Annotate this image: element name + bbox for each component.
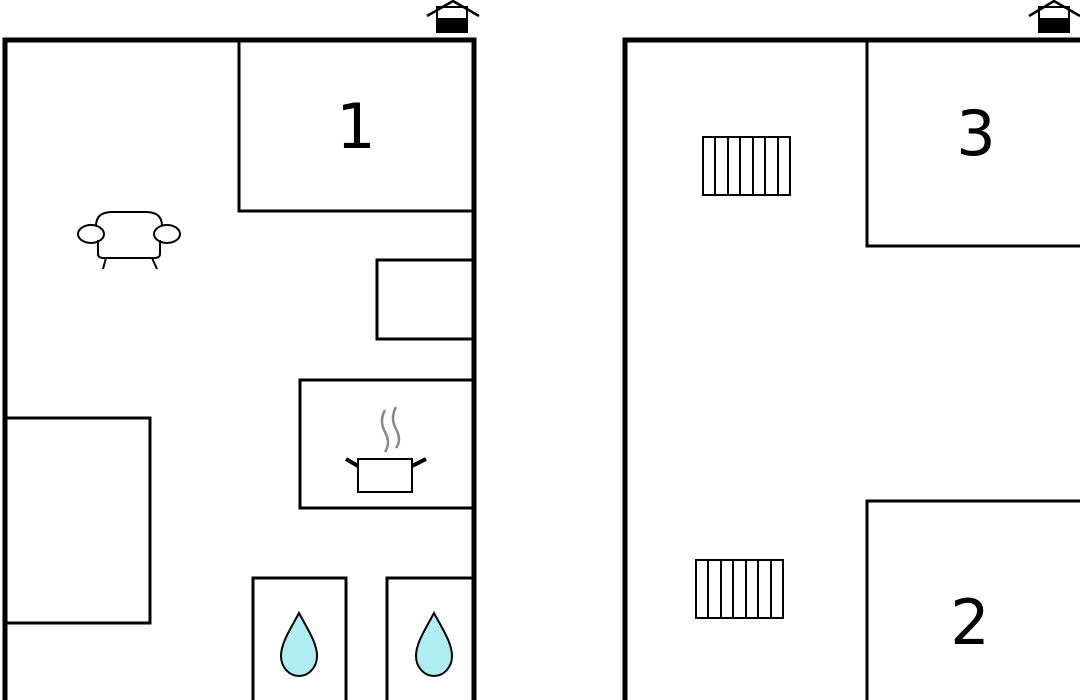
room-2-number: 2 [950,586,989,659]
sofa-icon [77,211,181,270]
side-room-wall [5,416,152,625]
room-3-number: 3 [956,97,995,170]
bathroom-box-1 [251,576,348,700]
water-drop-icon [414,610,454,678]
house-icon [426,0,480,33]
right-floor-outer-wall [622,37,1080,700]
floor-left [2,0,480,700]
kitchen-counter [298,378,476,510]
room-2-wall [865,499,1080,700]
room-1-number: 1 [336,90,375,163]
room-3-wall [865,40,1080,248]
cabinet-box [375,258,476,341]
radiator-icon [695,559,784,619]
room-1-wall [237,40,474,213]
bathroom-box-2 [385,576,474,700]
radiator-icon [702,136,791,196]
house-icon [1028,0,1080,33]
water-drop-icon [279,610,319,678]
floor-right [622,0,1080,700]
cooking-pot-icon [344,406,427,493]
